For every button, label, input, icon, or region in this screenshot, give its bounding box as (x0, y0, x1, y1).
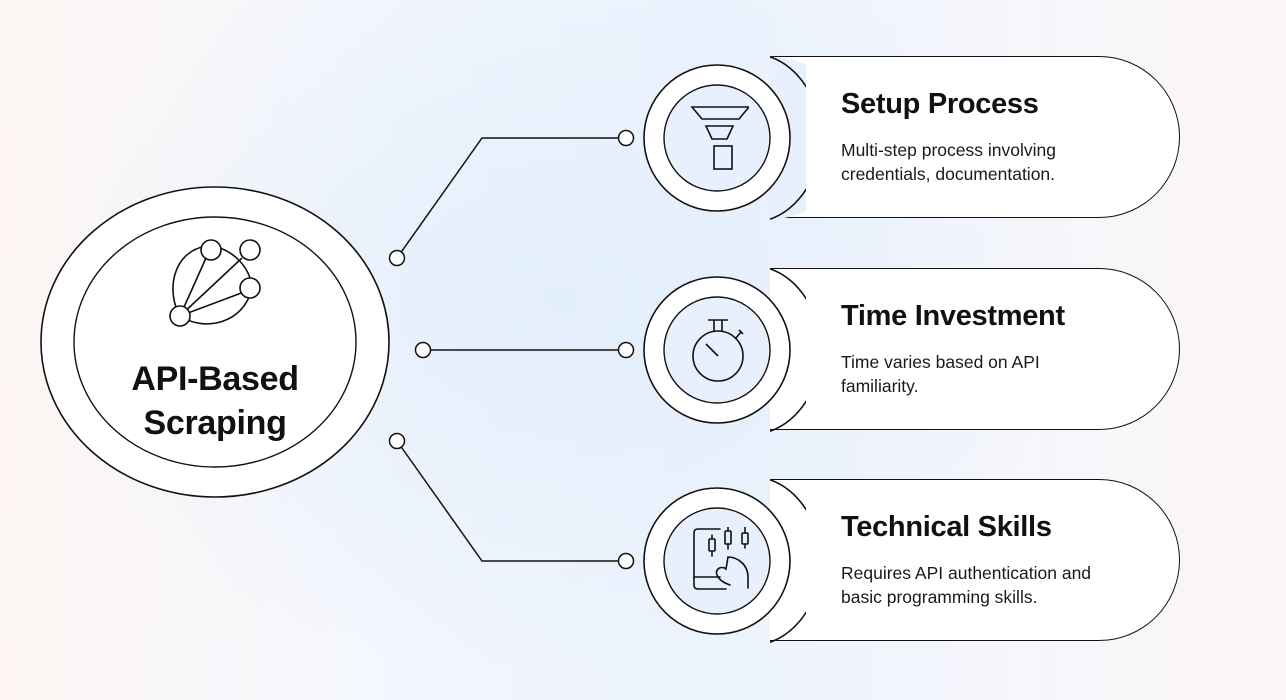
card-title: Time Investment (841, 300, 1065, 332)
card-technical-skills: Technical Skills Requires API authentica… (642, 479, 1182, 643)
hub-title: API-Based Scraping (40, 357, 390, 445)
hub-node (40, 186, 390, 498)
card-title: Setup Process (841, 88, 1039, 120)
card-description: Multi-step process involving credentials… (841, 140, 1056, 184)
card-pill (770, 56, 1180, 218)
card-setup-process: Setup Process Multi-step process involvi… (642, 56, 1182, 220)
hub-rings (40, 186, 390, 498)
tablet-chart-hand-icon (693, 527, 749, 590)
node-dot (388, 249, 406, 267)
hub-title-line2: Scraping (143, 404, 287, 442)
network-graph-icon (169, 239, 261, 327)
funnel-icon (690, 106, 749, 170)
node-dot (617, 341, 635, 359)
card-pill (770, 268, 1180, 430)
card-time-investment: Time Investment Time varies based on API… (642, 268, 1182, 432)
node-dot (617, 552, 635, 570)
card-icon-badge (643, 268, 806, 432)
node-dot (388, 432, 406, 450)
card-description: Time varies based on API familiarity. (841, 352, 1040, 396)
stopwatch-icon (692, 319, 744, 382)
hub-title-line1: API-Based (131, 360, 299, 398)
node-dot (617, 129, 635, 147)
connector-setup (396, 137, 626, 259)
card-icon-badge (643, 479, 806, 643)
card-title: Technical Skills (841, 511, 1052, 543)
card-description: Requires API authentication and basic pr… (841, 563, 1092, 607)
card-pill (770, 479, 1180, 641)
node-dot (414, 341, 432, 359)
card-icon-badge (643, 56, 806, 220)
connector-skills (396, 440, 626, 562)
